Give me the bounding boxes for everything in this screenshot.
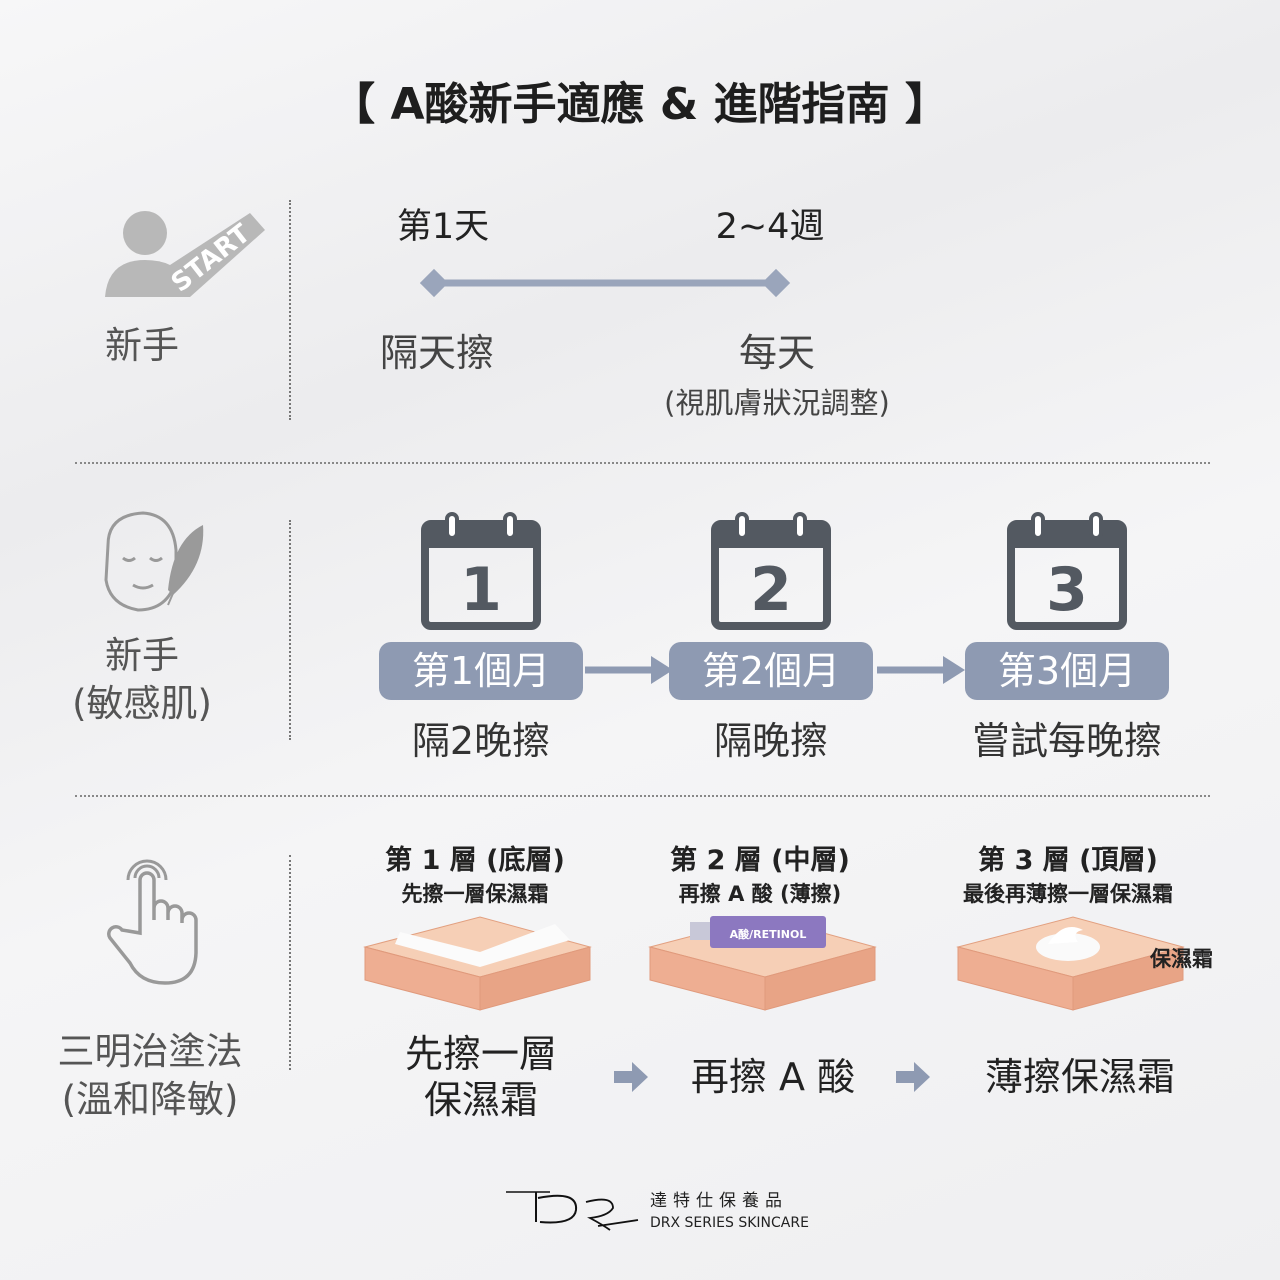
calendar-icon: 2 [711,512,831,630]
calendar-day: 3 [1046,555,1088,625]
month-pill: 第2個月 [669,642,873,700]
layer-desc: 最後再薄擦一層保濕霜 [963,882,1173,906]
divider [289,200,291,420]
person-start-icon: START [105,211,265,299]
frequency-text: 隔晚擦 [713,719,829,763]
calendar-icon: 1 [421,512,541,630]
section-divider [75,462,1210,464]
calendar-icon: 3 [1007,512,1127,630]
sensitive-face-feather-icon [104,511,204,612]
svg-text:START: START [166,219,257,299]
calendar-day: 1 [460,555,502,625]
layer-desc: 先擦一層保濕霜 [401,882,549,906]
retinol-tube-icon: A酸/RETINOL [690,916,826,948]
timeline-end-note: (視肌膚狀況調整) [664,386,890,420]
layer-title: 第 1 層 (底層) [385,845,565,876]
hand-tap-icon [107,859,198,985]
brand-logo [506,1191,639,1231]
timeline-line [420,268,791,298]
layer-title: 第 2 層 (中層) [670,845,850,876]
arrow-right-icon [614,1062,648,1092]
svg-text:A酸/RETINOL: A酸/RETINOL [730,927,807,941]
page-title: 【 A酸新手適應 & 進階指南 】 [331,79,949,130]
brand-name-zh: 達特仕保養品 [650,1191,788,1211]
arrow-right-icon [896,1062,930,1092]
month-pill: 第1個月 [379,642,583,700]
month-pill: 第3個月 [965,642,1169,700]
section1-label: 新手 [105,324,179,367]
skin-layer-illustration [956,916,1185,1011]
step-text-1-line2: 保濕霜 [423,1078,539,1122]
brand-name-en: DRX SERIES SKINCARE [650,1215,809,1231]
step-text-1-line1: 先擦一層 [404,1032,558,1076]
step-text-3: 薄擦保濕霜 [984,1055,1176,1099]
layer-title: 第 3 層 (頂層) [978,845,1158,876]
step-text-2: 再擦 A 酸 [690,1055,856,1099]
section2-label-line2: (敏感肌) [72,682,212,725]
layer-desc: 再擦 A 酸 (薄擦) [678,882,842,906]
divider [289,855,291,1070]
timeline-end-text: 每天 [738,331,816,375]
skin-layer-illustration [363,916,592,1011]
section-divider [75,795,1210,797]
frequency-text: 嘗試每晚擦 [971,719,1163,763]
divider [289,520,291,740]
arrow-right-icon [585,650,675,698]
section2-label-line1: 新手 [105,634,179,677]
moisturizer-label: 保濕霜 [1150,947,1213,971]
frequency-text: 隔2晚擦 [411,719,551,763]
arrow-right-icon [877,650,967,698]
calendar-day: 2 [750,555,792,625]
timeline-start-label: 第1天 [396,207,490,247]
timeline-end-label: 2~4週 [715,207,825,247]
section3-label-line1: 三明治塗法 [57,1030,243,1073]
timeline-start-text: 隔天擦 [379,331,495,375]
section3-label-line2: (溫和降敏) [61,1078,239,1121]
